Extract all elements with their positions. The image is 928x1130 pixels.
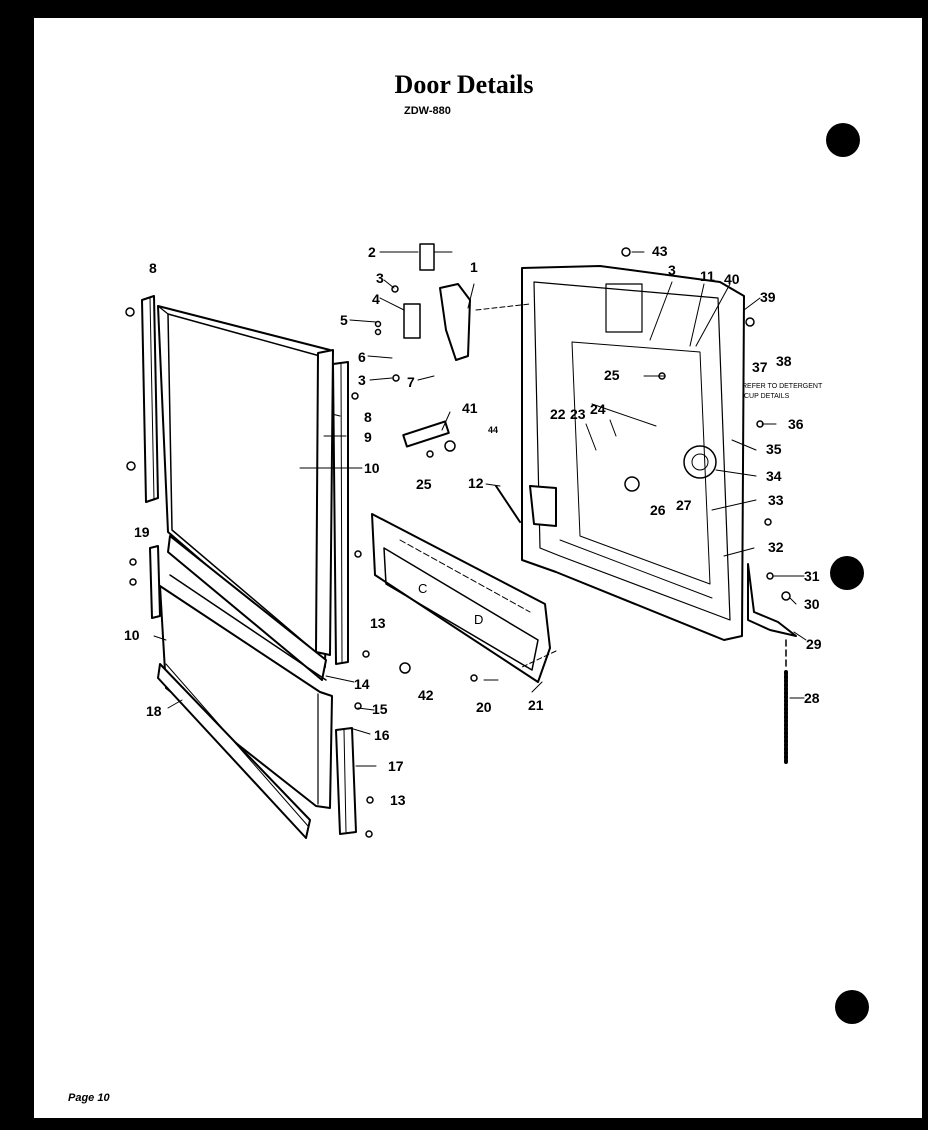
callout-36: 36 bbox=[788, 416, 804, 432]
left-side-trim bbox=[141, 295, 159, 503]
callout-33: 33 bbox=[768, 492, 784, 508]
callout-25b: 25 bbox=[416, 476, 432, 492]
corner-end-cap bbox=[335, 727, 357, 835]
callout-10b: 10 bbox=[124, 627, 140, 643]
binder-hole-bottom bbox=[835, 990, 869, 1024]
callout-27: 27 bbox=[676, 497, 692, 513]
callout-19: 19 bbox=[134, 524, 150, 540]
inner-door-liner bbox=[521, 265, 745, 641]
left-lower-strip bbox=[149, 545, 161, 619]
callout-18: 18 bbox=[146, 703, 162, 719]
callout-16: 16 bbox=[374, 727, 390, 743]
callout-38: 38 bbox=[776, 353, 792, 369]
callout-8b: 8 bbox=[364, 409, 372, 425]
callout-6: 6 bbox=[358, 349, 366, 365]
callout-25a: 25 bbox=[604, 367, 620, 383]
callout-41: 41 bbox=[462, 400, 478, 416]
manual-page bbox=[34, 18, 922, 1118]
hinge-arm-right bbox=[747, 563, 797, 637]
detergent-note-line-2: CUP DETAILS bbox=[744, 393, 790, 400]
callout-13a: 13 bbox=[370, 615, 386, 631]
callout-4: 4 bbox=[372, 291, 380, 307]
binder-hole-top bbox=[826, 123, 860, 157]
right-side-trims bbox=[315, 349, 349, 665]
callout-15: 15 bbox=[372, 701, 388, 717]
callout-42: 42 bbox=[418, 687, 434, 703]
callout-24: 24 bbox=[590, 401, 606, 417]
callout-28: 28 bbox=[804, 690, 820, 706]
callout-8a: 8 bbox=[149, 260, 157, 276]
leader-lines bbox=[153, 251, 807, 767]
panel-letter-c: C bbox=[418, 581, 427, 596]
callout-13b: 13 bbox=[390, 792, 406, 808]
callout-10a: 10 bbox=[364, 460, 380, 476]
latch-pin bbox=[402, 420, 450, 448]
callout-23: 23 bbox=[570, 406, 586, 422]
callout-34: 34 bbox=[766, 468, 782, 484]
callout-43: 43 bbox=[652, 243, 668, 259]
detergent-note-line-1: REFER TO DETERGENT bbox=[742, 383, 823, 390]
callout-14: 14 bbox=[354, 676, 370, 692]
callout-7: 7 bbox=[407, 374, 415, 390]
bottom-trim-channel bbox=[157, 663, 311, 839]
callout-9: 9 bbox=[364, 429, 372, 445]
hinge-assembly-left bbox=[495, 485, 557, 527]
callout-31: 31 bbox=[804, 568, 820, 584]
hinge-assembly-top bbox=[403, 243, 471, 361]
callout-labels: 1 2 3 3 3 4 5 6 7 8 8 9 10 10 11 12 13 1… bbox=[124, 243, 823, 808]
callout-5: 5 bbox=[340, 312, 348, 328]
callout-40: 40 bbox=[724, 271, 740, 287]
bottom-rail bbox=[167, 535, 327, 681]
callout-32: 32 bbox=[768, 539, 784, 555]
callout-3a: 3 bbox=[376, 270, 384, 286]
callout-3c: 3 bbox=[668, 262, 676, 278]
callout-20: 20 bbox=[476, 699, 492, 715]
callout-2: 2 bbox=[368, 244, 376, 260]
callout-17: 17 bbox=[388, 758, 404, 774]
callout-30: 30 bbox=[804, 596, 820, 612]
callout-26: 26 bbox=[650, 502, 666, 518]
model-number: ZDW-880 bbox=[404, 105, 451, 117]
callout-37: 37 bbox=[752, 359, 768, 375]
control-console-panel bbox=[371, 513, 551, 683]
callout-3b: 3 bbox=[358, 372, 366, 388]
callout-12: 12 bbox=[468, 475, 484, 491]
page-number: Page 10 bbox=[68, 1092, 110, 1104]
callout-22: 22 bbox=[550, 406, 566, 422]
callout-44: 44 bbox=[488, 425, 498, 435]
callout-39: 39 bbox=[760, 289, 776, 305]
fasteners bbox=[125, 247, 791, 838]
callout-29: 29 bbox=[806, 636, 822, 652]
callout-35: 35 bbox=[766, 441, 782, 457]
callout-21: 21 bbox=[528, 697, 544, 713]
page-title: Door Details bbox=[394, 70, 534, 99]
callout-11: 11 bbox=[700, 268, 715, 284]
binder-hole-middle bbox=[830, 556, 864, 590]
callout-1: 1 bbox=[470, 259, 478, 275]
panel-letter-d: D bbox=[474, 612, 483, 627]
